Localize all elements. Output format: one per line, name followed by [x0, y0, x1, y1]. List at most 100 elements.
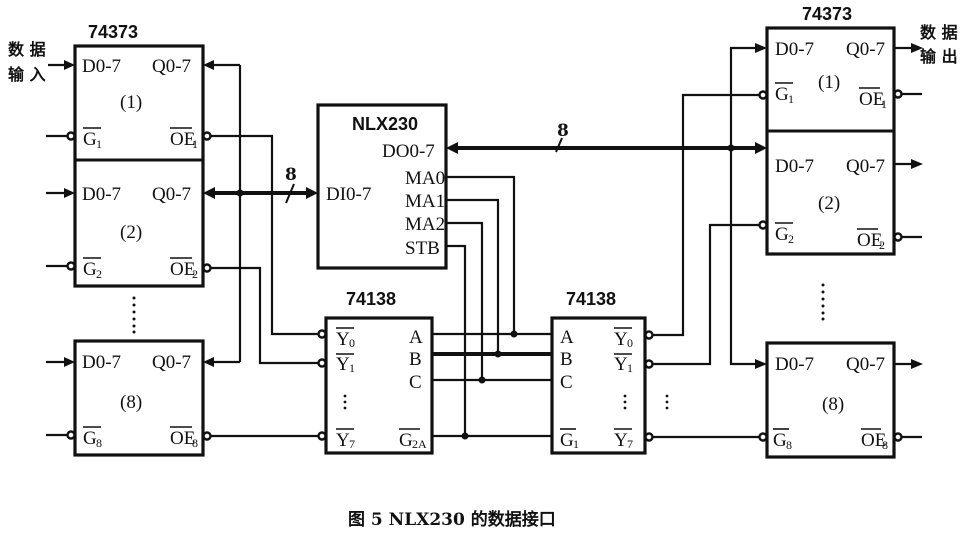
right-decoder-g1-pin: G — [560, 430, 574, 451]
right-latch-2-g-pin: G — [775, 224, 789, 245]
left-latch-chip-name: 74373 — [88, 22, 138, 42]
right-latch-8-d-pin: D0-7 — [775, 354, 814, 375]
inversion-bubble-icon — [317, 431, 327, 441]
right-decoder-box — [550, 316, 647, 455]
left-latch-8-box — [73, 339, 205, 457]
arrow-icon — [911, 359, 923, 369]
svg-text:2: 2 — [192, 267, 198, 281]
left-latch-8-g-pin: G — [83, 428, 97, 449]
svg-text:0: 0 — [627, 336, 633, 350]
left-latch-input-wires — [46, 60, 76, 440]
arrow-icon — [911, 43, 923, 53]
left-latch-1-d-pin: D0-7 — [82, 56, 121, 77]
inversion-bubble-icon — [202, 263, 212, 273]
data-input-label-line1: 数 据 — [8, 40, 46, 59]
right-latch-2-oe-pin: OE — [857, 230, 882, 251]
svg-text:8: 8 — [882, 438, 888, 452]
right-latch-stack: 74373 数 据 输 出 D0-7 Q0-7 (1) G 1 OE 1 D0-… — [765, 4, 958, 459]
right-decoder-a-pin: A — [560, 327, 574, 348]
inversion-bubble-icon — [202, 131, 212, 141]
left-decoder-a-pin: A — [409, 327, 423, 348]
svg-text:7: 7 — [627, 437, 633, 451]
inversion-bubble-icon — [893, 232, 903, 242]
inversion-bubble-icon — [66, 131, 76, 141]
right-latch-8-index: (8) — [822, 394, 844, 415]
right-latch-8-q-pin: Q0-7 — [846, 354, 885, 375]
left-latch-2-d-pin: D0-7 — [82, 184, 121, 205]
svg-text:2: 2 — [788, 232, 794, 246]
left-latch-1-oe-pin: OE — [170, 129, 195, 150]
left-decoder: 74138 Y 0 Y 1 Y 7 A B C G 2A — [317, 289, 434, 455]
nlx230-chip: NLX230 DO0-7 DI0-7 MA0 MA1 MA2 STB — [316, 103, 448, 270]
svg-text:2A: 2A — [412, 437, 427, 451]
inversion-bubble-icon — [893, 89, 903, 99]
svg-text:1: 1 — [881, 97, 887, 111]
right-decoder-c-pin: C — [560, 372, 573, 393]
right-latch-output-wires — [893, 43, 923, 442]
right-decoder-chip-name: 74138 — [566, 289, 616, 309]
left-latch-1-index: (1) — [120, 92, 142, 113]
svg-text:1: 1 — [788, 92, 794, 106]
right-latch-8: D0-7 Q0-7 (8) G 8 OE 8 — [773, 354, 888, 452]
arrow-icon — [64, 188, 75, 198]
inversion-bubble-icon — [202, 431, 212, 441]
nlx230-stb-pin: STB — [405, 238, 440, 259]
arrow-icon — [755, 142, 767, 154]
right-latch-1-2-box — [765, 26, 896, 256]
left-latch-stack: 74373 数 据 输 入 D0-7 Q0-7 (1) G 1 OE 1 D0-… — [8, 22, 205, 457]
svg-text:1: 1 — [627, 361, 633, 375]
inversion-bubble-icon — [758, 432, 768, 442]
nlx230-chip-name: NLX230 — [352, 114, 418, 134]
right-latch-8-oe-pin: OE — [861, 430, 886, 451]
right-decoder-y7-pin: Y — [614, 430, 628, 451]
left-latch-8: D0-7 Q0-7 (8) G 8 OE 8 — [82, 352, 198, 450]
left-decoder-y7-pin: Y — [336, 430, 350, 451]
left-decoder-chip-name: 74138 — [346, 289, 396, 309]
svg-text:1: 1 — [349, 361, 355, 375]
right-latch-8-g-pin: G — [773, 430, 787, 451]
left-latch-1-g-pin: G — [83, 129, 97, 150]
left-bus-width-label: 8 — [285, 165, 297, 185]
right-latch-1-q-pin: Q0-7 — [846, 39, 885, 60]
left-latch-1-2-box — [73, 44, 205, 288]
nlx230-ma1-pin: MA1 — [405, 191, 445, 212]
inversion-bubble-icon — [644, 330, 654, 340]
inversion-bubble-icon — [644, 432, 654, 442]
svg-text:2: 2 — [96, 267, 102, 281]
right-decoder: 74138 A B C G 1 Y 0 Y 1 Y 7 — [550, 289, 669, 455]
inversion-bubble-icon — [893, 432, 903, 442]
arrow-icon — [911, 159, 923, 169]
arrow-icon — [306, 187, 318, 199]
bus-width-slash — [555, 137, 563, 153]
inversion-bubble-icon — [758, 90, 768, 100]
arrow-icon — [755, 43, 767, 53]
right-latch-1-index: (1) — [818, 72, 840, 93]
right-decoder-y1-pin: Y — [614, 354, 628, 375]
right-latch-ellipsis — [821, 283, 825, 321]
left-decoder-g2a-pin: G — [399, 430, 413, 451]
left-latch-2-oe-pin: OE — [170, 259, 195, 280]
inversion-bubble-icon — [66, 261, 76, 271]
nlx230-do-pin: DO0-7 — [382, 141, 435, 162]
right-latch-2-q-pin: Q0-7 — [846, 156, 885, 177]
right-decoder-b-pin: B — [560, 349, 573, 370]
svg-text:8: 8 — [786, 438, 792, 452]
left-latch-2-index: (2) — [120, 222, 142, 243]
svg-text:0: 0 — [349, 336, 355, 350]
left-decoder-c-pin: C — [409, 372, 422, 393]
svg-text:2: 2 — [879, 238, 885, 252]
left-latch-1-q-pin: Q0-7 — [152, 56, 191, 77]
arrow-icon — [755, 359, 767, 369]
inversion-bubble-icon — [644, 359, 654, 369]
right-latch-1-oe-pin: OE — [859, 89, 884, 110]
right-latch-1-g-pin: G — [775, 84, 789, 105]
left-decoder-box — [324, 316, 434, 455]
left-decoder-y0-pin: Y — [336, 329, 350, 350]
left-decoder-b-pin: B — [409, 349, 422, 370]
arrow-icon — [64, 357, 75, 367]
nlx230-box — [316, 103, 448, 270]
nlx230-ma2-pin: MA2 — [405, 214, 445, 235]
left-decoder-y1-pin: Y — [336, 354, 350, 375]
arrow-icon — [203, 357, 214, 367]
